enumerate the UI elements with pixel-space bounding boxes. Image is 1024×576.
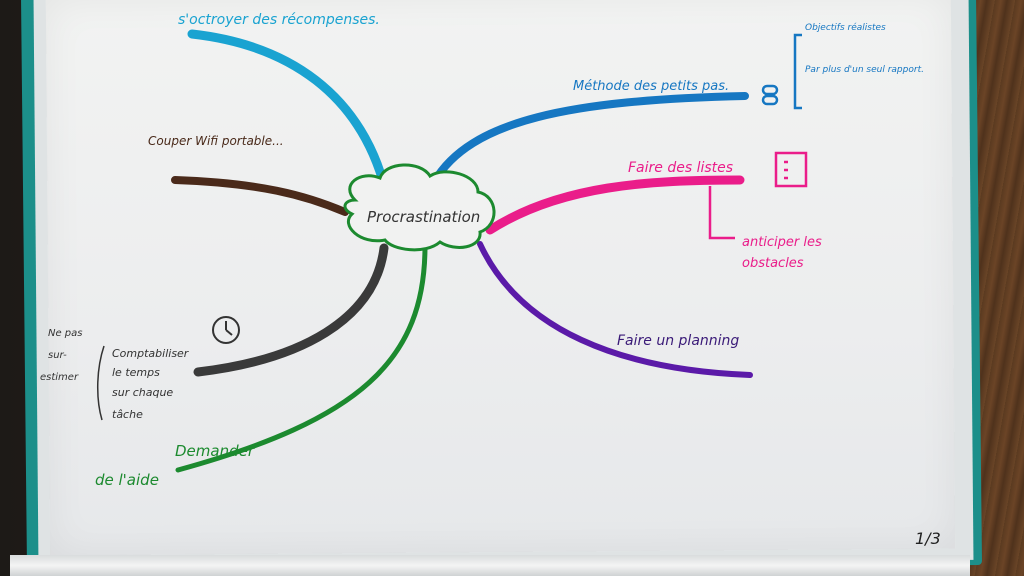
branch-purple [477, 241, 753, 378]
sleeve-bottom-edge [10, 555, 970, 576]
clock-icon [212, 316, 240, 344]
page-number: 1/3 [915, 529, 941, 548]
label-obstacles-2: obstacles [742, 256, 804, 271]
time-note-right-4: tâche [112, 408, 143, 421]
method-note-1: Objectifs réalistes [805, 22, 886, 33]
method-bracket [793, 33, 802, 110]
label-planning: Faire un planning [617, 333, 739, 349]
branch-dark-grey [193, 243, 389, 377]
central-label: Procrastination [367, 208, 480, 226]
time-note-right-2: le temps [112, 366, 160, 379]
time-note-left-3: estimer [40, 372, 79, 383]
chain-link-icon [761, 84, 779, 106]
method-note-2: Par plus d'un seul rapport. [805, 65, 924, 75]
time-note-left-1: Ne pas [48, 328, 83, 339]
label-wifi: Couper Wifi portable... [148, 134, 284, 148]
time-note-left-2: sur- [48, 350, 67, 361]
label-obstacles-1: anticiper les [742, 235, 822, 250]
label-help-2: de l'aide [95, 471, 159, 489]
time-note-right-1: Comptabiliser [112, 347, 190, 360]
branch-green [175, 243, 428, 473]
label-lists: Faire des listes [628, 160, 733, 176]
time-note-bracket [96, 345, 105, 421]
branch-cyan [187, 29, 390, 193]
label-method: Méthode des petits pas. [573, 79, 729, 94]
branch-brown [171, 176, 349, 216]
label-help-1: Demander [175, 442, 255, 460]
label-rewards: s'octroyer des récompenses. [178, 12, 380, 28]
time-note-right-3: sur chaque [112, 386, 173, 399]
branch-blue [430, 92, 749, 186]
branch-magenta [485, 175, 745, 235]
checklist-icon [774, 151, 808, 188]
central-cloud [343, 163, 496, 252]
lists-connector [708, 186, 735, 240]
